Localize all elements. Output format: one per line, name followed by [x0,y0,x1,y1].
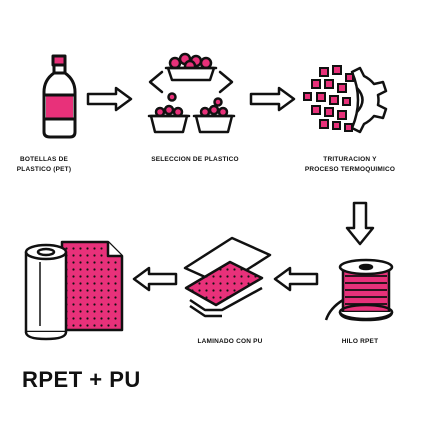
arrow-left-icon [273,266,319,292]
step-label-lamination: LAMINADO CON PU [185,337,275,347]
arrow-right-icon [86,86,133,112]
step-label-line: LAMINADO CON PU [197,338,263,345]
step-label-line: TRITURACION Y [323,156,377,163]
bottle-icon [42,54,77,139]
step-label-line: SELECCION DE PLASTICO [151,156,239,163]
result-title: RPET + PU [22,367,141,392]
step-label-shredding: TRITURACION Y PROCESO TERMOQUIMICO [290,155,410,175]
step-label-line: BOTELLAS DE [19,156,69,163]
arrow-down-icon [345,201,375,246]
step-label-line: HILO RPET [341,338,379,345]
step-label-bottles: BOTELLAS DE PLASTICO (PET) [14,155,74,175]
fabric-roll-icon [24,240,124,341]
step-label-line: PLASTICO (PET) [16,166,72,173]
sorting-bins-icon [147,52,236,134]
arrow-right-icon [249,86,296,112]
shredder-gear-icon [350,66,388,134]
step-label-thread: HILO RPET [330,337,390,347]
plastic-pellets [303,65,354,132]
step-label-selection: SELECCION DE PLASTICO [135,155,255,165]
lamination-layers-icon [183,236,272,318]
thread-spool-icon [324,258,394,322]
arrow-left-icon [132,266,178,292]
step-label-line: PROCESO TERMOQUIMICO [304,166,396,173]
